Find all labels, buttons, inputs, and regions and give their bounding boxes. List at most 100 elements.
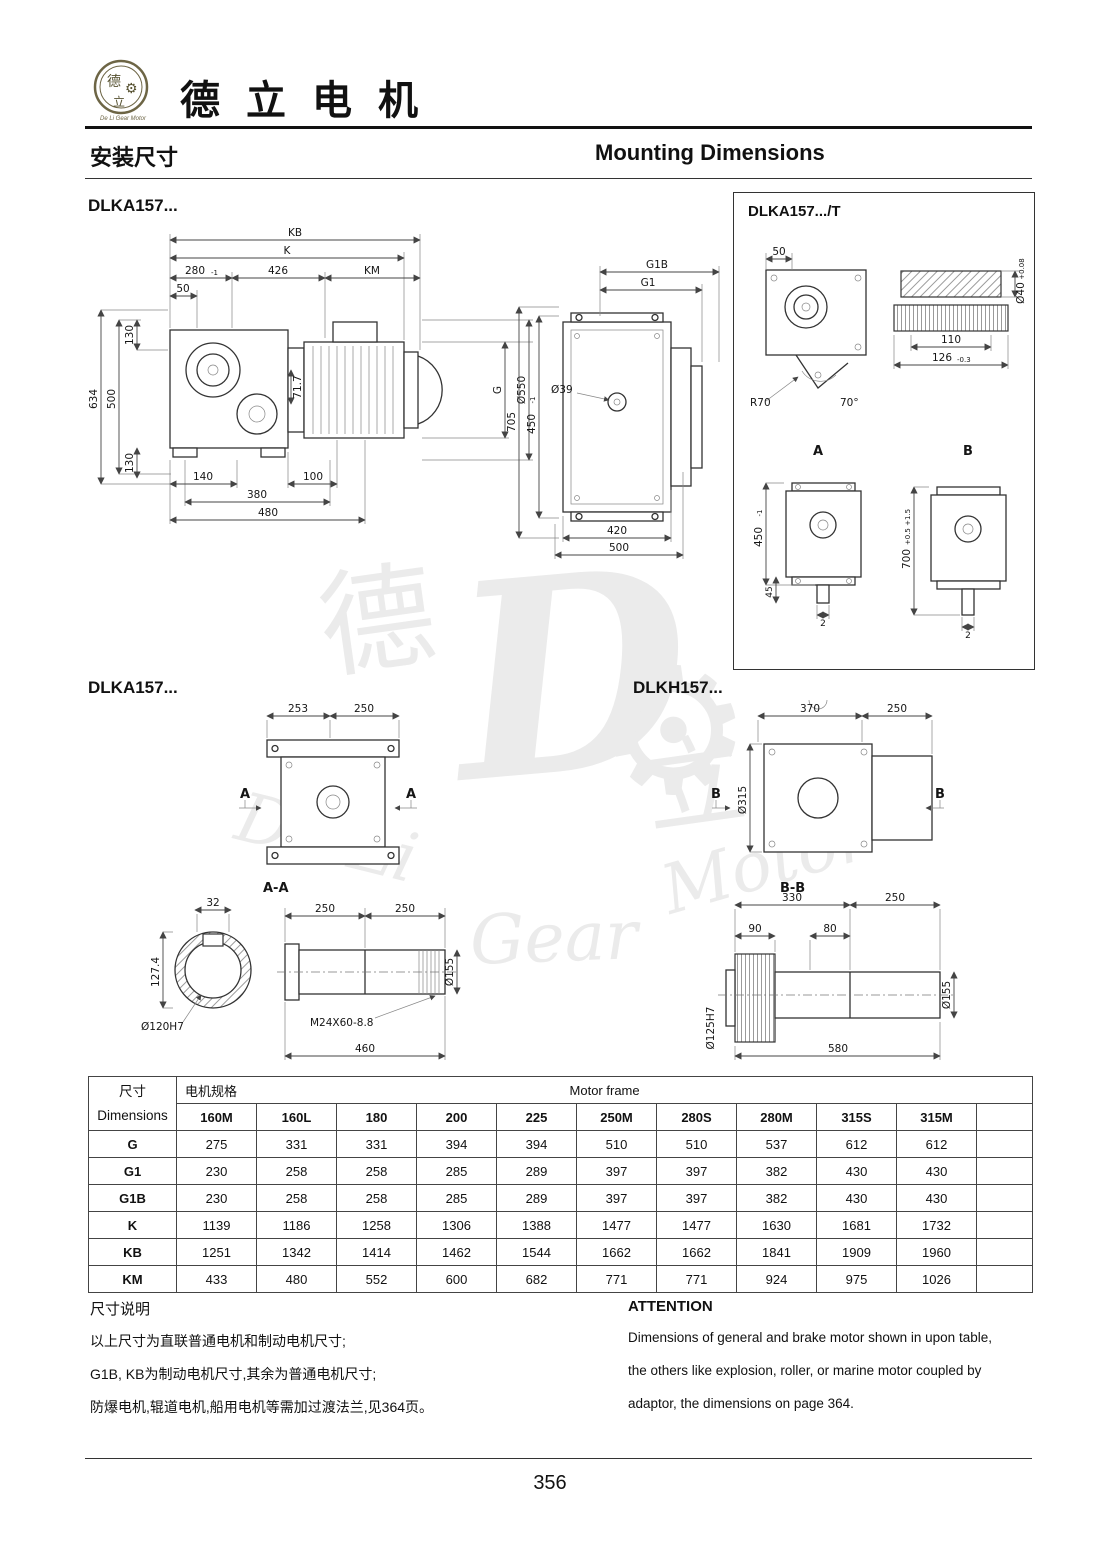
header-divider [85,126,1032,129]
page-number: 356 [533,1472,567,1494]
dim-280-tol: -1 [211,269,218,277]
dim-140: 140 [193,471,213,483]
empty-cell [975,1130,1034,1158]
dim-450-tol: -1 [756,510,764,517]
dim-100: 100 [303,471,323,483]
dim-250-2: 250 [395,903,415,915]
empty-cell [975,1265,1034,1293]
dim-g1b: G1B [646,259,668,271]
frame-header-cell: 250M [576,1103,657,1131]
dim-kb: KB [288,227,302,239]
dimensions-table: 尺寸 Dimensions 电机规格 Motor frame 160M 160L… [88,1076,1034,1293]
dim-330: 330 [782,892,802,904]
hollow-shaft-section [174,931,252,1009]
dim-634: 634 [88,389,100,409]
group-header-en: Motor frame [569,1082,640,1098]
dim-value-cell: 289 [496,1157,577,1185]
dimension-lines [97,236,533,524]
logo-gear-icon: ⚙ [125,80,138,96]
dim-value-cell: 382 [736,1184,817,1212]
section-bb-drawing: B-B 330 250 90 80 Ø125H7 Ø155 580 [705,881,958,1060]
dim-value-cell: 510 [576,1130,657,1158]
front-view-outline [763,700,933,853]
dim-40: Ø40 [1015,282,1027,304]
footer-divider [85,1458,1032,1459]
dim-315: Ø315 [737,786,749,814]
dim-value-cell: 382 [736,1157,817,1185]
dimension-lines [734,901,958,1060]
dim-value-cell: 397 [656,1184,737,1212]
dim-value-cell: 1681 [816,1211,897,1239]
dim-value-cell: 1462 [416,1238,497,1266]
dim-value-cell: 430 [896,1157,977,1185]
view-a-outline [785,482,862,604]
section-aa-label: A-A [263,881,289,896]
dim-value-cell: 1342 [256,1238,337,1266]
dim-value-cell: 394 [416,1130,497,1158]
dim-value-cell: 230 [176,1157,257,1185]
section-marker-a-left: A [240,787,250,802]
watermark-en-gear: Gear [468,896,639,981]
frame-header-cell: 160M [176,1103,257,1131]
dim-71-7: 71.7 [292,375,304,398]
gearbox-motor-outline [169,321,443,458]
section-title-cn: 安装尺寸 [90,145,179,170]
empty-cell [975,1157,1034,1185]
dim-b2: 2 [965,631,971,641]
dim-value-cell: 1477 [656,1211,737,1239]
dim-450: 450 [753,527,765,547]
dim-value-cell: 285 [416,1157,497,1185]
dlka-side-drawing: G1B G1 705 450 -1 Ø39 420 500 [506,259,720,559]
dim-thread: M24X60-8.8 [310,1017,373,1029]
dim-value-cell: 430 [896,1184,977,1212]
dim-500: 500 [106,389,118,409]
dim-value-cell: 1841 [736,1238,817,1266]
dim-name-cell: G [88,1130,177,1158]
company-name: 德 立 电 机 [180,78,426,123]
dimension-lines [515,268,720,559]
dim-value-cell: 1662 [576,1238,657,1266]
dim-45: 45 [765,586,775,597]
dim-460: 460 [355,1043,375,1055]
dim-value-cell: 289 [496,1184,577,1212]
dim-value-cell: 331 [256,1130,337,1158]
dim-value-cell: 258 [256,1184,337,1212]
dim-g: G [492,386,504,394]
dim-110: 110 [941,334,961,346]
dim-39: Ø39 [551,384,573,396]
dim-700: 700 [901,549,913,569]
section-divider [85,178,1032,179]
dim-value-cell: 258 [256,1157,337,1185]
empty-cell [975,1211,1034,1239]
dimension-lines [159,906,461,1060]
dim-value-cell: 975 [816,1265,897,1293]
empty-cell [975,1184,1034,1212]
dim-700-tol: +0.5 +1.5 [904,509,912,545]
housing-outline [562,312,703,522]
watermark-gear-icon: ⚙ [595,635,752,830]
dim-name-cell: KB [88,1238,177,1266]
dim-value-cell: 433 [176,1265,257,1293]
section-marker-b-right: B [935,787,945,802]
dim-value-cell: 1026 [896,1265,977,1293]
dim-32: 32 [206,897,219,909]
table-row-g1b: G1B 230 258 258 285 289 397 397 382 430 … [88,1184,1034,1212]
dim-155: Ø155 [444,958,456,986]
dim-50: 50 [772,246,785,258]
dim-250: 250 [354,703,374,715]
dim-580: 580 [828,1043,848,1055]
dim-50: 50 [176,283,189,295]
drawing-label-dlka-t: DLKA157.../T [748,203,841,220]
dim-value-cell: 600 [416,1265,497,1293]
dim-value-cell: 552 [336,1265,417,1293]
dim-value-cell: 331 [336,1130,417,1158]
table-group-header: 电机规格 Motor frame [175,1076,1034,1104]
dim-90: 90 [748,923,761,935]
dim-value-cell: 612 [816,1130,897,1158]
notes-cn-line: 防爆电机,辊道电机,船用电机等需加过渡法兰,见364页。 [90,1399,434,1415]
dim-value-cell: 924 [736,1265,817,1293]
dim-k: K [284,245,292,257]
dim-value-cell: 537 [736,1130,817,1158]
dim-705: 705 [506,412,518,432]
corner-header-en: Dimensions [97,1107,168,1123]
